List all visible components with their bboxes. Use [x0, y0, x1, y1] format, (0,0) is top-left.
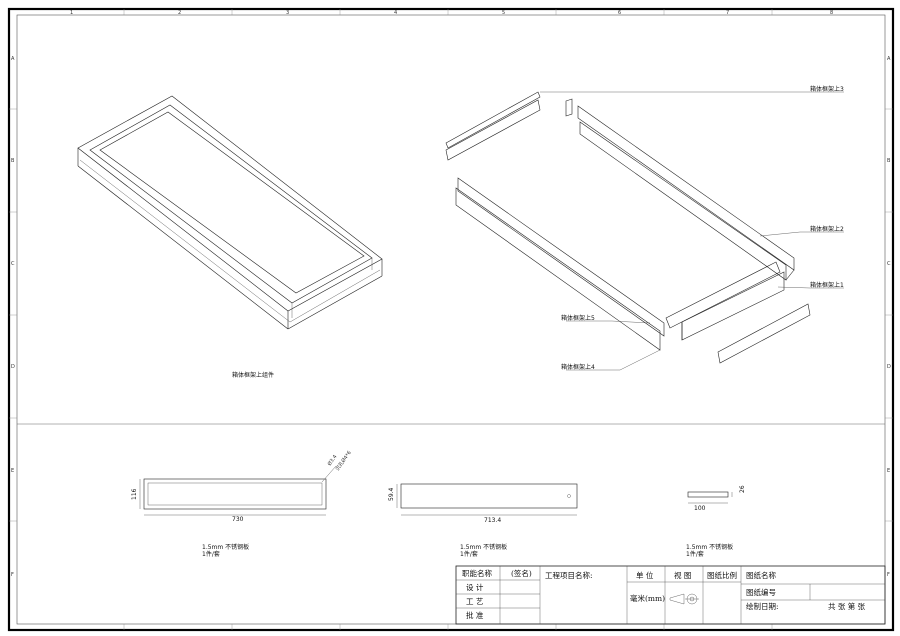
row-d-left: D: [11, 364, 15, 370]
tb-drawing-no: 图纸编号: [746, 587, 776, 597]
tb-process: 工 艺: [466, 597, 483, 606]
detail-3-height: 26: [739, 485, 746, 493]
tb-approve: 批 准: [466, 610, 484, 620]
exploded-view: [445, 91, 811, 364]
col-3: 3: [286, 10, 289, 16]
row-d-right: D: [887, 364, 891, 370]
tb-unit: 单 位: [636, 570, 654, 580]
leader-lines: [540, 91, 844, 371]
row-f-left: F: [11, 572, 14, 578]
detail-3-material: 1.5mm 不锈钢板: [686, 543, 733, 551]
detail-1-width: 730: [232, 516, 244, 523]
inner-frame: [16, 14, 886, 625]
detail-3-qty: 1件/套: [686, 550, 704, 558]
tb-sheets: 共 张 第 张: [828, 601, 866, 611]
detail-1-drawing: [139, 465, 337, 516]
col-2: 2: [178, 10, 181, 16]
detail-2-height: 59.4: [388, 487, 395, 501]
detail-1-qty: 1件/套: [202, 550, 220, 558]
detail-1-height: 116: [131, 488, 138, 500]
col-7: 7: [726, 10, 729, 16]
detail-2-material: 1.5mm 不锈钢板: [460, 543, 507, 551]
part-label-5: 箱体框架上5: [561, 314, 595, 322]
row-markers: [9, 108, 893, 522]
tb-scale: 图纸比例: [707, 570, 737, 580]
projection-symbol-icon: [669, 593, 699, 605]
row-f-right: F: [887, 572, 890, 578]
col-6: 6: [618, 10, 621, 16]
detail-3-drawing: [687, 491, 733, 504]
tb-drawing-name: 图纸名称: [746, 570, 776, 580]
row-b-left: B: [11, 158, 15, 164]
tb-unit-value: 毫米(mm): [630, 593, 665, 603]
assembly-caption: 箱体框架上组件: [232, 371, 274, 379]
row-e-left: E: [11, 468, 14, 474]
detail-2-qty: 1件/套: [460, 550, 478, 558]
outer-frame: [7, 7, 895, 632]
tb-view: 视 图: [674, 570, 691, 580]
detail-3-width: 100: [694, 505, 706, 512]
assembly-view: [77, 95, 383, 330]
col-5: 5: [502, 10, 505, 16]
row-c-left: C: [11, 261, 15, 267]
row-a-left: A: [11, 56, 15, 62]
part-label-4: 箱体框架上4: [561, 363, 595, 371]
title-block: [455, 565, 886, 625]
col-8: 8: [830, 10, 833, 16]
row-a-right: A: [887, 56, 891, 62]
row-e-right: E: [887, 468, 890, 474]
tb-project: 工程项目名称:: [545, 570, 593, 580]
row-c-right: C: [887, 261, 891, 267]
detail-1-hole-note: 沉孔Ø4*6: [334, 449, 353, 472]
part-label-2: 箱体框架上2: [810, 225, 844, 233]
detail-2-drawing: [396, 483, 578, 516]
col-4: 4: [394, 10, 397, 16]
tb-date: 绘制日期:: [746, 601, 779, 611]
tb-design: 设 计: [466, 582, 484, 592]
tb-sign: (签名): [511, 568, 532, 578]
column-markers-bottom: [123, 624, 773, 630]
column-markers-top: [123, 9, 773, 15]
detail-1-material: 1.5mm 不锈钢板: [202, 543, 249, 551]
part-label-1: 箱体框架上1: [810, 281, 844, 289]
detail-2-width: 713.4: [484, 517, 501, 524]
tb-role: 职能名称: [462, 568, 492, 578]
col-1: 1: [70, 10, 73, 16]
row-b-right: B: [887, 158, 891, 164]
part-label-3: 箱体框架上3: [810, 85, 844, 93]
